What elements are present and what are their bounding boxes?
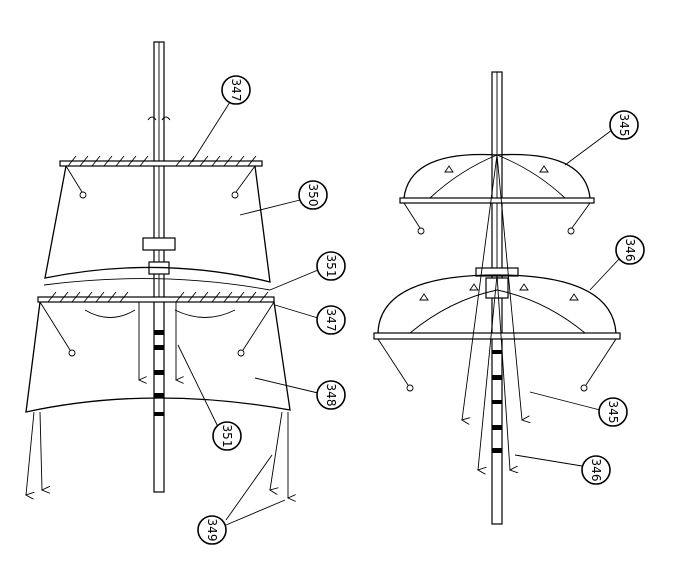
callout-350: 350 bbox=[298, 180, 328, 210]
callout-345-lower: 345 bbox=[598, 397, 628, 427]
svg-text:346: 346 bbox=[589, 459, 603, 482]
callout-348: 348 bbox=[316, 380, 346, 410]
svg-text:351: 351 bbox=[220, 425, 234, 448]
right-upper-yard bbox=[399, 197, 595, 204]
svg-text:345: 345 bbox=[606, 401, 620, 424]
svg-text:349: 349 bbox=[205, 519, 219, 542]
callout-351-upper: 351 bbox=[316, 251, 346, 281]
svg-text:346: 346 bbox=[623, 239, 637, 262]
left-upper-yard bbox=[59, 160, 263, 167]
callout-346-upper: 346 bbox=[615, 235, 645, 265]
left-upper-sail bbox=[44, 165, 271, 283]
svg-text:348: 348 bbox=[324, 384, 338, 407]
callout-351-lower: 351 bbox=[212, 421, 242, 451]
svg-text:351: 351 bbox=[324, 255, 338, 278]
left-mast-top bbox=[142, 237, 176, 251]
left-mast-assembly bbox=[25, 41, 291, 498]
svg-text:347: 347 bbox=[324, 309, 338, 332]
right-lower-yard bbox=[373, 332, 621, 340]
callout-346-lower: 346 bbox=[581, 455, 611, 485]
svg-text:347: 347 bbox=[229, 79, 243, 102]
callout-347-lower: 347 bbox=[316, 305, 346, 335]
left-lower-yard bbox=[37, 296, 275, 303]
left-lower-sail bbox=[25, 301, 291, 413]
leader-lines bbox=[177, 101, 621, 526]
callout-345-upper: 345 bbox=[609, 110, 639, 140]
right-mast-assembly bbox=[373, 71, 621, 525]
svg-text:350: 350 bbox=[306, 184, 320, 207]
svg-text:345: 345 bbox=[617, 114, 631, 137]
callout-347-upper: 347 bbox=[221, 75, 251, 105]
callout-349: 349 bbox=[197, 515, 227, 545]
